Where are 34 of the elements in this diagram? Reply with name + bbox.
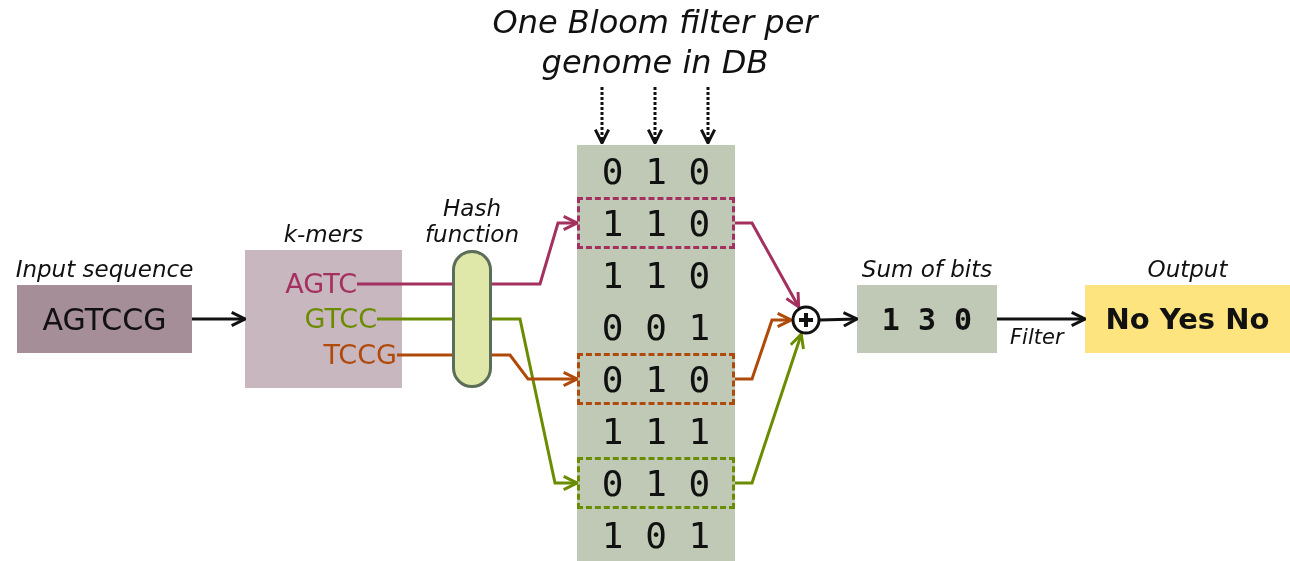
arrow [593, 87, 611, 145]
arrow [819, 311, 859, 328]
heading-label: k-mers [283, 221, 364, 247]
arrow [735, 332, 805, 485]
title-label: One Bloom filter per genome in DB [470, 2, 840, 84]
bit-row: 1 1 1 [577, 405, 735, 457]
arrow [492, 353, 579, 388]
bit-row: 0 0 1 [577, 301, 735, 353]
heading-label: Hash function [424, 196, 520, 247]
bit-matrix-panel [577, 145, 735, 561]
kmer-label: GTCC [282, 301, 377, 337]
arrow [492, 214, 579, 286]
arrow [699, 87, 717, 145]
heading-label: Sum of bits [861, 256, 993, 282]
highlighted-bit-row: 1 1 0 [577, 197, 735, 249]
bit-row: 1 1 0 [577, 249, 735, 301]
arrow [192, 310, 247, 328]
sum-box: 1 3 0 [857, 285, 997, 353]
output-box: No Yes No [1085, 285, 1290, 353]
bit-row: 0 1 0 [577, 145, 735, 197]
arrow [646, 87, 664, 145]
highlighted-bit-row: 0 1 0 [577, 353, 735, 405]
heading-label: Input sequence [15, 256, 194, 282]
plus-circle-symbol [791, 305, 821, 335]
kmer-label: TCCG [302, 337, 397, 373]
heading-label: Output [1147, 256, 1228, 282]
arrow [997, 310, 1087, 328]
kmer-label: AGTC [262, 266, 357, 302]
arrow [735, 221, 801, 309]
arrow [492, 317, 579, 492]
highlighted-bit-row: 0 1 0 [577, 457, 735, 509]
bit-row: 1 0 1 [577, 509, 735, 561]
arrow [735, 311, 793, 381]
sequence-box: AGTCCG [17, 285, 192, 353]
